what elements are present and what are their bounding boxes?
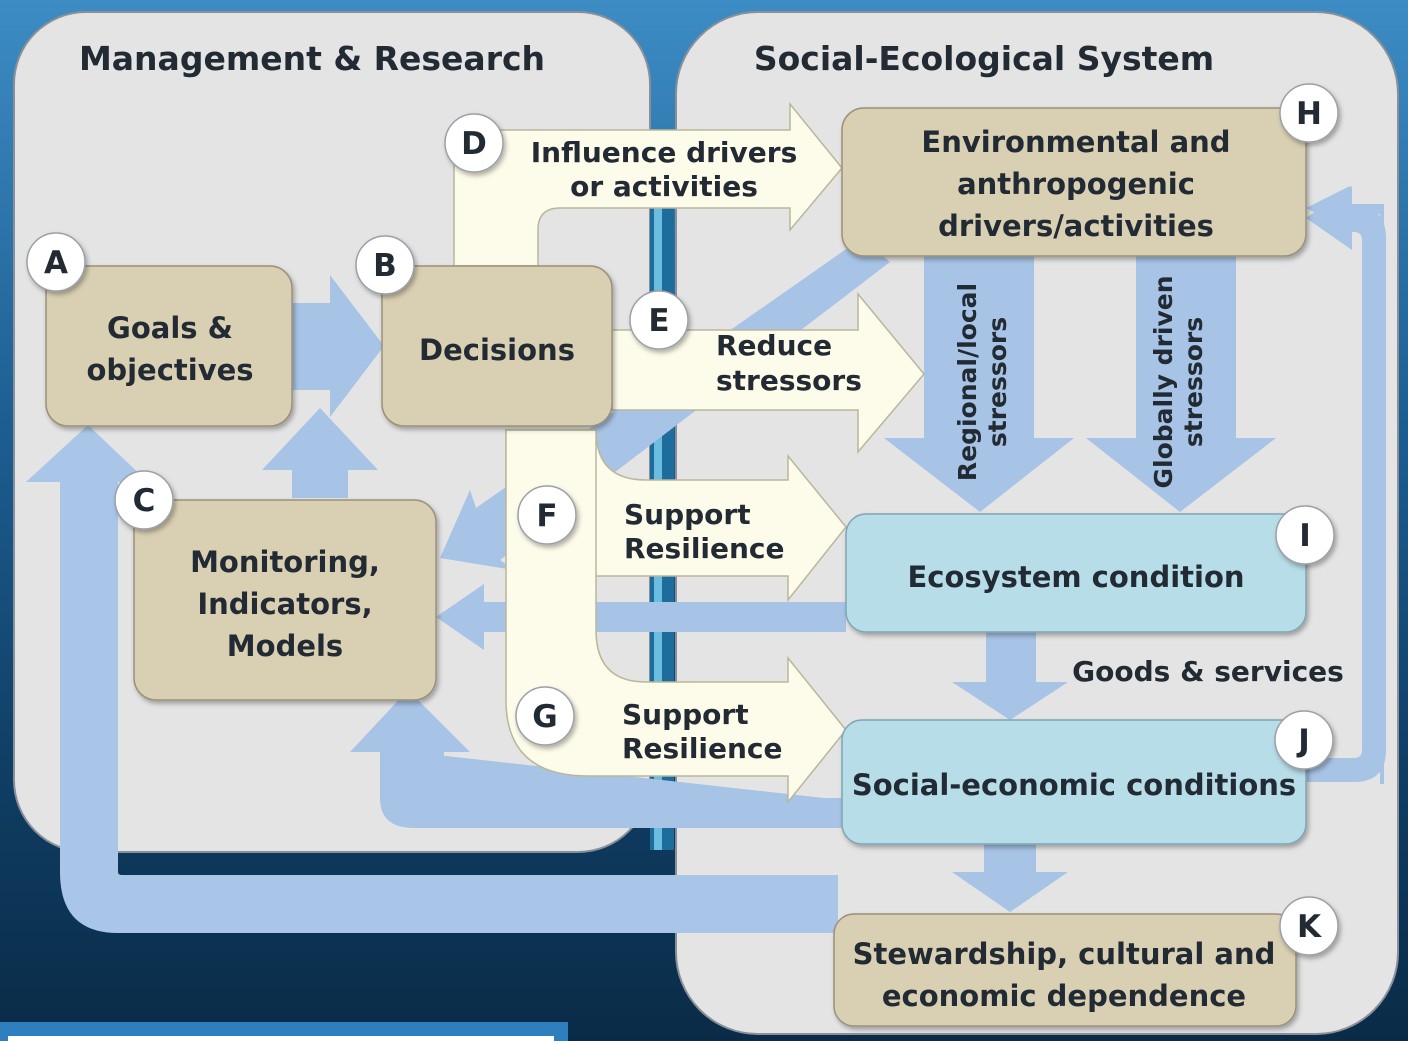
badge-c-letter: C: [133, 483, 156, 519]
monitoring-label-2: Indicators,: [197, 587, 372, 621]
badge-b: [355, 235, 415, 295]
badge-d-letter: D: [461, 126, 487, 162]
badge-j-letter: J: [1296, 723, 1310, 759]
badge-i-letter: I: [1299, 518, 1311, 554]
arrow-goals-to-decisions: [292, 275, 384, 417]
badge-k: [1279, 896, 1339, 956]
reduce-label-2: stressors: [716, 364, 862, 397]
badge-d: [444, 113, 504, 173]
arrow-right-loop-body: [1306, 186, 1386, 782]
badge-a: [26, 232, 86, 292]
drivers-label-2: anthropogenic: [957, 167, 1195, 201]
badge-k-letter: K: [1297, 909, 1322, 945]
badge-f-letter: F: [536, 498, 557, 534]
arrow-monitoring-to-decisions: [262, 408, 378, 498]
badge-e: [629, 290, 689, 350]
global-label-1: Globally driven: [1149, 275, 1178, 488]
global-label-2: stressors: [1179, 317, 1208, 447]
decisions-node: [381, 265, 613, 427]
badge-b-letter: B: [373, 248, 397, 284]
goals-node: [45, 265, 293, 427]
badge-i: [1275, 505, 1335, 565]
arrow-global-stressors: [1086, 256, 1276, 512]
support-f-label-2: Resilience: [624, 532, 785, 565]
badge-j: [1274, 710, 1334, 770]
badge-f: [517, 485, 577, 545]
goals-label-2: objectives: [86, 353, 253, 387]
regional-label-1: Regional/local: [953, 283, 982, 481]
ecosystem-node: [845, 513, 1307, 633]
action-arrow-support-g: [505, 429, 847, 805]
monitoring-node: [133, 499, 437, 701]
drivers-label-3: drivers/activities: [938, 209, 1214, 243]
arrow-regional-stressors: [884, 256, 1074, 512]
ecosystem-label: Ecosystem condition: [907, 560, 1244, 594]
monitoring-label-1: Monitoring,: [190, 545, 380, 579]
badge-g-letter: G: [532, 699, 557, 735]
arrow-socioeconomic-to-monitoring-body: [380, 752, 842, 828]
badge-e-letter: E: [648, 303, 669, 339]
socioeconomic-label: Social-economic conditions: [852, 768, 1296, 802]
stewardship-label-2: economic dependence: [882, 979, 1246, 1013]
arrow-socioeconomic-to-monitoring: [376, 704, 842, 800]
monitoring-label-3: Models: [227, 629, 343, 663]
arrow-socioeconomic-to-monitoring-head: [350, 690, 470, 752]
arrow-stewardship-to-goals: [26, 425, 838, 933]
support-g-label-2: Resilience: [622, 732, 783, 765]
management-title: Management & Research: [79, 39, 545, 78]
regional-label-2: stressors: [983, 317, 1012, 447]
stewardship-label-1: Stewardship, cultural and: [853, 937, 1276, 971]
badge-g: [515, 686, 575, 746]
badge-a-letter: A: [44, 245, 68, 281]
badge-h: [1279, 83, 1339, 143]
drivers-node: [841, 107, 1307, 257]
goals-label-1: Goals &: [107, 311, 233, 345]
support-g-label-1: Support: [622, 698, 749, 731]
ses-title: Social-Ecological System: [754, 39, 1214, 78]
influence-label-2: or activities: [570, 170, 758, 203]
arrow-goods-services: [952, 632, 1068, 720]
drivers-label-1: Environmental and: [921, 125, 1230, 159]
badge-c: [114, 470, 174, 530]
stewardship-node: [833, 913, 1297, 1027]
bottom-bar-highlight: [8, 1036, 554, 1041]
influence-label-1: Influence drivers: [531, 136, 797, 169]
socioeconomic-node: [841, 719, 1307, 845]
support-f-label-1: Support: [624, 498, 751, 531]
badge-h-letter: H: [1296, 96, 1322, 132]
reduce-label-1: Reduce: [716, 329, 832, 362]
arrow-ecosystem-to-monitoring: [436, 584, 846, 650]
decisions-label: Decisions: [419, 333, 575, 367]
goods-services-label: Goods & services: [1072, 655, 1344, 688]
action-arrow-reduce: [611, 291, 925, 455]
arrow-socioeconomic-to-stewardship: [952, 844, 1068, 912]
